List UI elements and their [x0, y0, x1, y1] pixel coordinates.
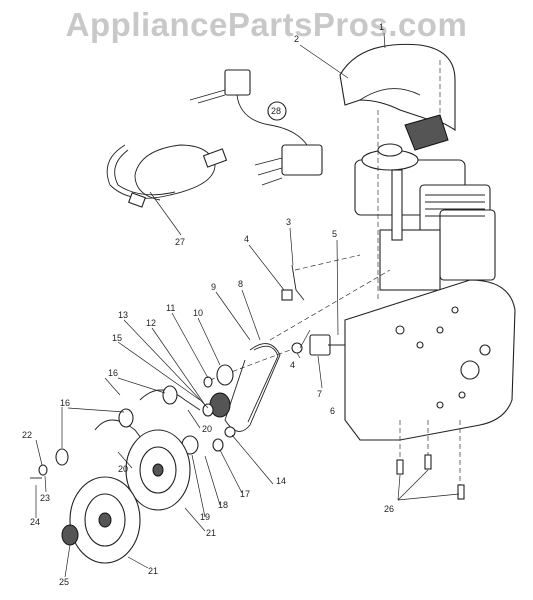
callout-20b: 20: [118, 464, 128, 474]
large-pulleys-part: [69, 429, 191, 564]
callout-20a: 20: [202, 424, 212, 434]
frame-plate-part: [344, 279, 516, 441]
callout-labels: 1 2 3 4 4 5 6 7 8 9 10 11 12 13 14 15 16…: [22, 22, 394, 587]
callout-28: 28: [271, 106, 281, 116]
callout-21a: 21: [206, 528, 216, 538]
leader-lines: [35, 32, 460, 578]
callout-16b: 16: [60, 398, 70, 408]
callout-14: 14: [276, 476, 286, 486]
callout-26: 26: [384, 504, 394, 514]
callout-10: 10: [193, 308, 203, 318]
callout-4a: 4: [244, 234, 249, 244]
callout-12: 12: [146, 318, 156, 328]
extension-cord-part: [106, 144, 228, 208]
callout-16a: 16: [108, 368, 118, 378]
starter-switch-part: [189, 69, 323, 186]
callout-5: 5: [332, 229, 337, 239]
callout-27: 27: [175, 237, 185, 247]
assembly-guides: [209, 60, 461, 485]
engine-part: [354, 143, 496, 291]
callout-11: 11: [166, 303, 175, 313]
hardware-parts: [281, 264, 345, 356]
callout-19: 19: [200, 512, 210, 522]
callout-25: 25: [59, 577, 69, 587]
shroud-part: [339, 43, 456, 151]
callout-24: 24: [30, 517, 40, 527]
callout-6: 6: [330, 406, 335, 416]
bolts-part: [396, 454, 465, 500]
callout-4b: 4: [290, 360, 295, 370]
callout-18: 18: [218, 500, 228, 510]
callout-3: 3: [286, 217, 291, 227]
callout-2: 2: [294, 34, 299, 44]
callout-1: 1: [379, 22, 384, 32]
callout-23: 23: [40, 493, 50, 503]
hub-parts: [30, 448, 79, 546]
callout-9: 9: [211, 282, 216, 292]
callout-22: 22: [22, 430, 32, 440]
callout-8: 8: [238, 279, 243, 289]
callout-21b: 21: [148, 566, 158, 576]
callout-28-circle: [267, 101, 287, 121]
callout-13: 13: [118, 310, 128, 320]
callout-7: 7: [317, 389, 322, 399]
small-pulleys-part: [118, 364, 236, 455]
callout-15: 15: [112, 333, 122, 343]
callout-17: 17: [240, 489, 250, 499]
